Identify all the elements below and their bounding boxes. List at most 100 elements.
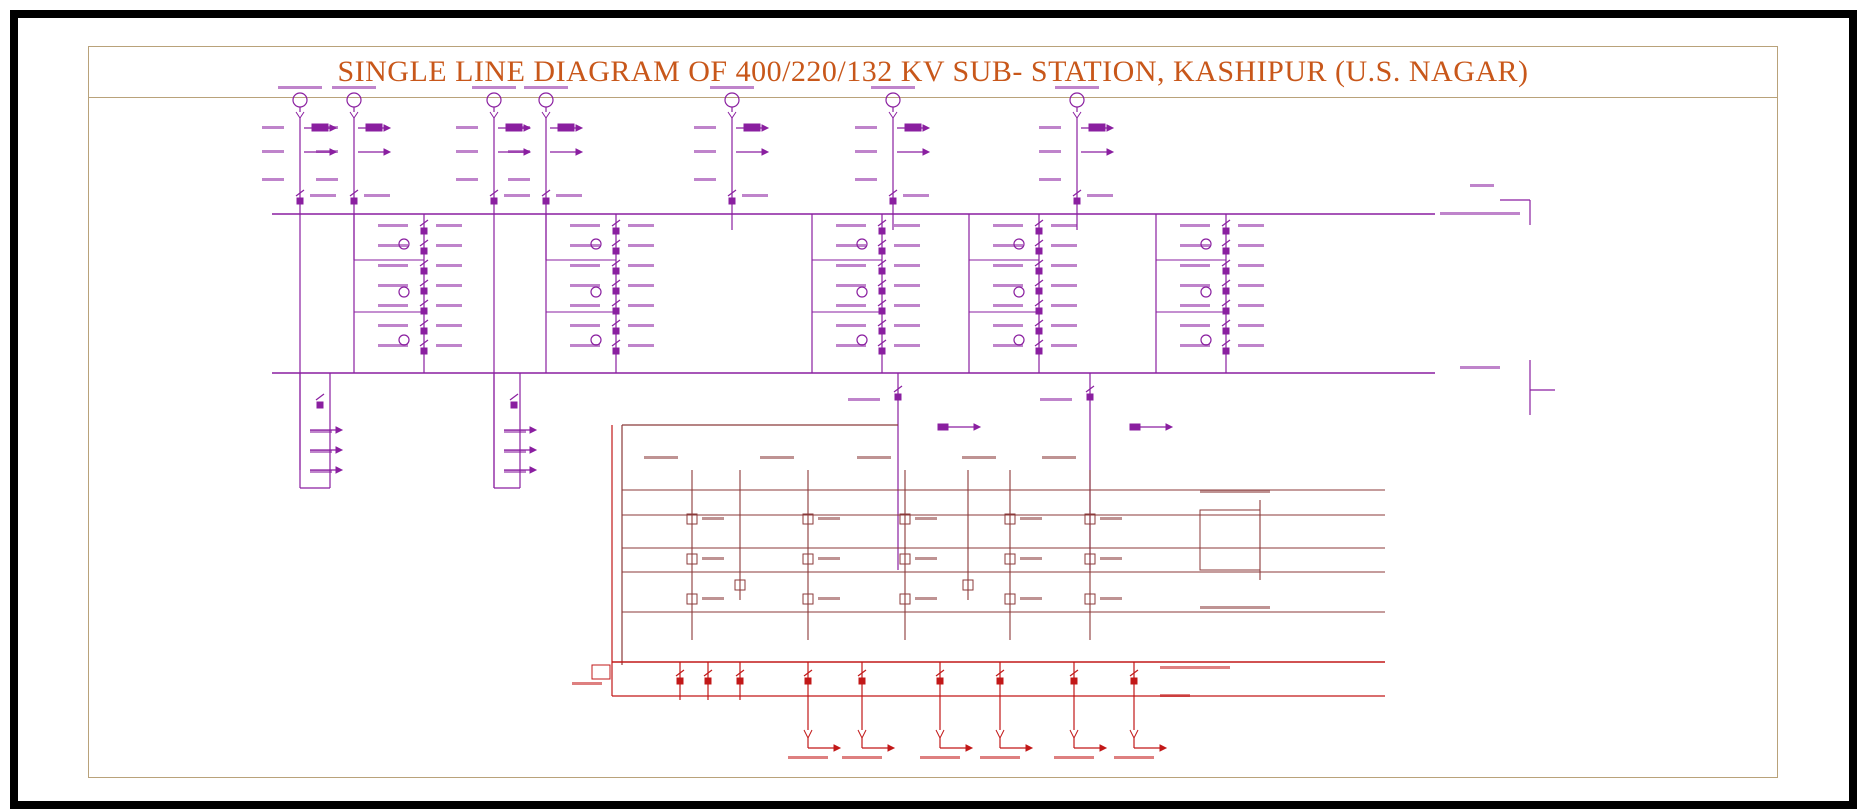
line-incomer-circle — [1069, 92, 1085, 108]
breaker-icon — [1035, 327, 1043, 335]
isolator-blade — [877, 259, 887, 267]
illegible-label-mark — [570, 304, 600, 307]
isolator-blade — [1034, 279, 1044, 287]
ct-circle — [1200, 334, 1212, 346]
transformer-triangle-icon — [888, 111, 898, 119]
isolator-blade — [1034, 219, 1044, 227]
illegible-label-mark — [1051, 344, 1077, 347]
illegible-label-mark — [1238, 264, 1264, 267]
breaker-220kv-icon — [686, 593, 698, 605]
isolator-blade — [995, 669, 1005, 677]
illegible-label-mark — [628, 324, 654, 327]
illegible-label-mark — [436, 284, 462, 287]
breaker-icon — [612, 307, 620, 315]
illegible-label-mark — [760, 456, 794, 459]
isolator-blade — [1034, 299, 1044, 307]
illegible-label-mark — [262, 150, 284, 153]
ct-circle — [398, 238, 410, 250]
breaker-220kv-icon — [686, 513, 698, 525]
isolator-blade — [1069, 669, 1079, 677]
aux-arrow-icon — [529, 426, 538, 434]
illegible-label-mark — [1051, 304, 1077, 307]
isolator-blade — [1034, 239, 1044, 247]
breaker-icon — [316, 401, 324, 409]
ct-circle — [856, 286, 868, 298]
isolator-blade — [1221, 299, 1231, 307]
illegible-label-mark — [1440, 212, 1520, 215]
breaker-220kv-icon — [802, 593, 814, 605]
isolator-blade — [611, 239, 621, 247]
breaker-220kv-icon — [899, 553, 911, 565]
ct-circle — [856, 334, 868, 346]
illegible-label-mark — [504, 470, 526, 473]
isolator-blade — [1221, 279, 1231, 287]
isolator-blade — [877, 219, 887, 227]
feeder-132kv-arrow-icon — [887, 744, 896, 752]
breaker-icon — [1035, 247, 1043, 255]
illegible-label-mark — [1051, 244, 1077, 247]
isolator-blade — [877, 319, 887, 327]
illegible-label-mark — [1238, 324, 1264, 327]
illegible-label-mark — [742, 194, 768, 197]
illegible-label-mark — [1238, 224, 1264, 227]
illegible-label-mark — [628, 284, 654, 287]
illegible-label-mark — [855, 178, 877, 181]
ct-arrow-icon — [383, 148, 392, 156]
line-incomer-circle — [486, 92, 502, 108]
isolator-blade — [611, 299, 621, 307]
isolator-blade — [803, 669, 813, 677]
breaker-icon — [612, 287, 620, 295]
illegible-label-mark — [570, 264, 600, 267]
illegible-label-mark — [1087, 194, 1113, 197]
aux-arrow-icon — [529, 466, 538, 474]
ct-circle — [856, 238, 868, 250]
breaker-icon — [1035, 287, 1043, 295]
transformer-triangle-icon — [349, 111, 359, 119]
breaker-220kv-icon — [1084, 553, 1096, 565]
illegible-label-mark — [504, 430, 526, 433]
illegible-label-mark — [572, 682, 602, 685]
feeder-132kv-triangle-icon — [803, 729, 813, 740]
isolator-blade — [1034, 339, 1044, 347]
illegible-label-mark — [378, 224, 408, 227]
breaker-icon — [420, 307, 428, 315]
breaker-220kv-icon — [802, 553, 814, 565]
illegible-label-mark — [848, 398, 880, 401]
illegible-label-mark — [436, 304, 462, 307]
illegible-label-mark — [702, 517, 724, 520]
illegible-label-mark — [855, 150, 877, 153]
transformer-triangle-icon — [295, 111, 305, 119]
illegible-label-mark — [436, 264, 462, 267]
ct-arrow-icon — [1106, 124, 1115, 132]
breaker-icon — [1130, 677, 1138, 685]
illegible-label-mark — [894, 264, 920, 267]
illegible-label-mark — [378, 344, 408, 347]
illegible-label-mark — [332, 86, 376, 89]
breaker-icon — [676, 677, 684, 685]
illegible-label-mark — [456, 126, 478, 129]
breaker-icon — [420, 327, 428, 335]
illegible-label-mark — [1180, 244, 1210, 247]
illegible-label-mark — [378, 284, 408, 287]
breaker-icon — [1222, 307, 1230, 315]
illegible-label-mark — [894, 224, 920, 227]
illegible-label-mark — [702, 597, 724, 600]
illegible-label-mark — [570, 324, 600, 327]
illegible-label-mark — [364, 194, 390, 197]
breaker-icon — [1035, 227, 1043, 235]
breaker-icon — [1222, 267, 1230, 275]
illegible-label-mark — [818, 557, 840, 560]
isolator-blade — [727, 189, 737, 197]
illegible-label-mark — [993, 324, 1023, 327]
breaker-icon — [1222, 227, 1230, 235]
line-incomer-circle — [885, 92, 901, 108]
aux-arrow-icon — [529, 446, 538, 454]
illegible-label-mark — [920, 756, 960, 759]
transformer-triangle-icon — [541, 111, 551, 119]
breaker-icon — [889, 197, 897, 205]
breaker-icon — [420, 227, 428, 235]
breaker-icon — [296, 197, 304, 205]
illegible-label-mark — [1055, 86, 1099, 89]
breaker-icon — [612, 227, 620, 235]
illegible-label-mark — [1460, 366, 1500, 369]
